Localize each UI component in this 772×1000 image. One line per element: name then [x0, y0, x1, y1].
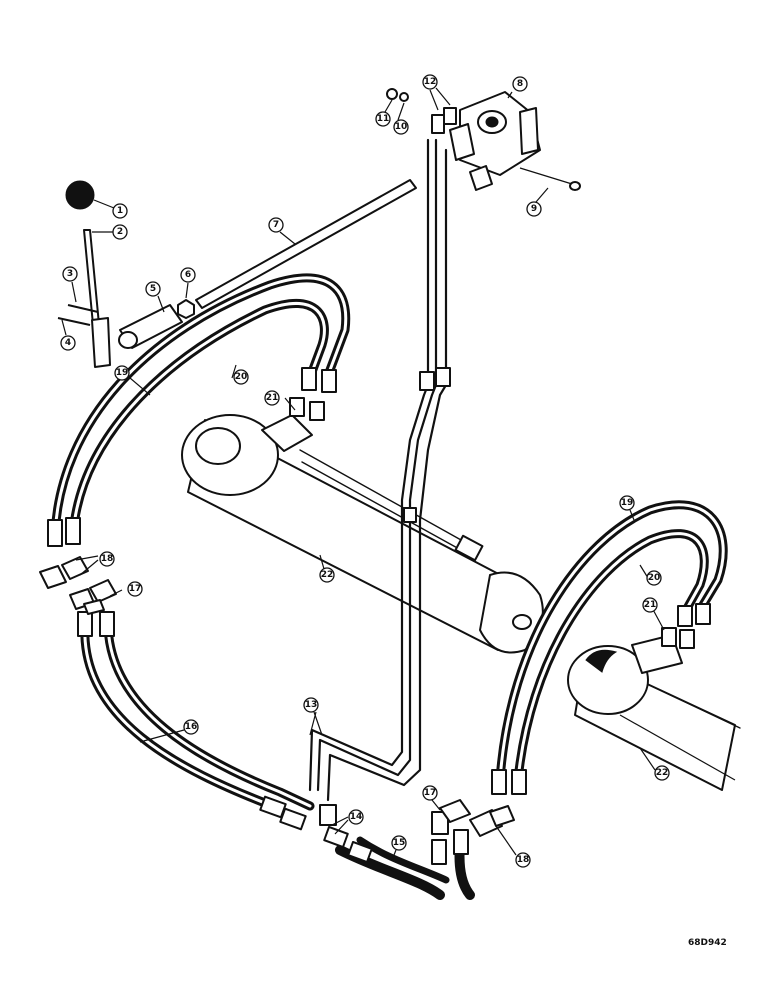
callout-22-center: 22 — [319, 567, 335, 583]
callout-20-left: 20 — [233, 369, 249, 385]
svg-text:5: 5 — [150, 284, 156, 294]
callout-2: 2 — [112, 224, 128, 240]
callout-18-right: 18 — [515, 852, 531, 868]
drawing-number: 68D942 — [688, 938, 727, 948]
svg-text:3: 3 — [67, 269, 73, 279]
callout-3: 3 — [62, 266, 78, 282]
callout-10: 10 — [393, 119, 409, 135]
svg-text:19: 19 — [116, 368, 129, 378]
svg-text:17: 17 — [129, 584, 142, 594]
svg-text:9: 9 — [531, 204, 537, 214]
svg-text:17: 17 — [424, 788, 437, 798]
svg-text:21: 21 — [266, 393, 279, 403]
svg-text:12: 12 — [424, 77, 437, 87]
callout-4: 4 — [60, 335, 76, 351]
svg-text:4: 4 — [65, 338, 71, 348]
callout-6: 6 — [180, 267, 196, 283]
callout-19-left: 19 — [114, 365, 130, 381]
svg-text:22: 22 — [656, 768, 669, 778]
svg-text:19: 19 — [621, 498, 634, 508]
right-cylinder — [567, 634, 741, 791]
svg-text:8: 8 — [517, 79, 523, 89]
svg-text:14: 14 — [350, 812, 363, 822]
callout-21-left: 21 — [264, 390, 280, 406]
callout-9: 9 — [526, 201, 542, 217]
callout-12: 12 — [422, 74, 438, 90]
callout-5: 5 — [145, 281, 161, 297]
svg-text:18: 18 — [101, 554, 114, 564]
callout-18-left: 18 — [99, 551, 115, 567]
svg-text:16: 16 — [185, 722, 198, 732]
svg-text:10: 10 — [395, 122, 408, 132]
callout-8: 8 — [512, 76, 528, 92]
callout-19-right: 19 — [619, 495, 635, 511]
svg-text:21: 21 — [644, 600, 657, 610]
callout-16: 16 — [183, 719, 199, 735]
main-cylinder — [181, 414, 544, 654]
callout-22-right: 22 — [654, 765, 670, 781]
callout-11: 11 — [375, 111, 391, 127]
callout-15: 15 — [391, 835, 407, 851]
control-lever — [57, 179, 417, 368]
svg-text:20: 20 — [648, 573, 661, 583]
callout-17-left: 17 — [127, 581, 143, 597]
callout-14: 14 — [348, 809, 364, 825]
svg-text:6: 6 — [185, 270, 191, 280]
upper-left-hoses — [47, 273, 351, 547]
svg-text:2: 2 — [117, 227, 123, 237]
svg-text:13: 13 — [305, 700, 318, 710]
callout-17-right: 17 — [422, 785, 438, 801]
rigid-tubes — [308, 138, 451, 802]
callout-1: 1 — [112, 203, 128, 219]
callout-21-right: 21 — [642, 597, 658, 613]
control-valve — [386, 88, 581, 191]
svg-text:15: 15 — [393, 838, 406, 848]
svg-text:18: 18 — [517, 855, 530, 865]
callout-13: 13 — [303, 697, 319, 713]
svg-text:20: 20 — [235, 372, 248, 382]
svg-text:1: 1 — [117, 206, 123, 216]
callout-20-right: 20 — [646, 570, 662, 586]
svg-text:22: 22 — [321, 570, 334, 580]
svg-text:7: 7 — [273, 220, 279, 230]
callout-7: 7 — [268, 217, 284, 233]
svg-text:11: 11 — [377, 114, 390, 124]
